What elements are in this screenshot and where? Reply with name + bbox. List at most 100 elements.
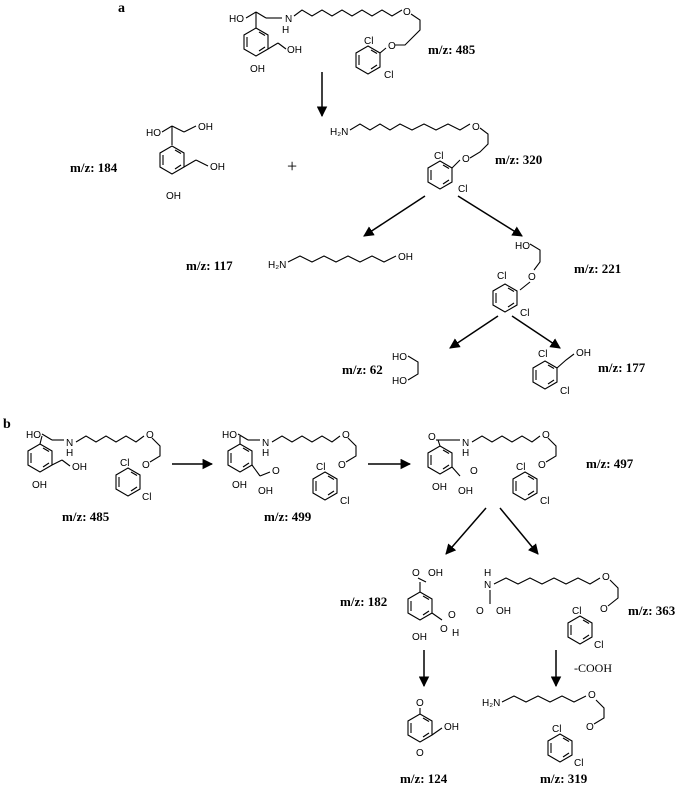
mz-label: m/z: 182 (340, 594, 387, 609)
structure-124: O OH O (407, 698, 459, 759)
atom-label: HO (392, 352, 407, 363)
atom-label: O (338, 460, 346, 471)
atom-label: OH (458, 486, 473, 497)
structure-182: O OH O O H OH (407, 568, 459, 643)
atom-label: OH (166, 191, 181, 202)
structure-62: HO HO (392, 352, 419, 387)
atom-label: O (416, 698, 424, 709)
atom-label: N (285, 14, 292, 25)
structure-184: HO OH OH OH (146, 122, 225, 202)
atom-label: OH (398, 252, 413, 263)
atom-label: H (262, 448, 269, 459)
mz-label: m/z: 184 (70, 160, 118, 175)
atom-label: O (440, 624, 448, 635)
atom-label: O (600, 604, 608, 615)
atom-label: Cl (340, 496, 349, 507)
structure-320: H₂N O O Cl Cl (330, 122, 489, 195)
panel-b-label: b (3, 417, 11, 432)
loss-label: -COOH (574, 661, 612, 675)
mz-label: m/z: 177 (598, 360, 646, 375)
structure-221: HO O Cl Cl (492, 241, 541, 319)
arrow (511, 315, 561, 349)
atom-label: N (462, 438, 469, 449)
atom-label: Cl (497, 271, 506, 282)
mz-label: m/z: 320 (495, 152, 542, 167)
mz-label: m/z: 363 (628, 603, 676, 618)
atom-label: HO (515, 241, 530, 252)
atom-label: Cl (364, 36, 373, 47)
atom-label: O (448, 610, 456, 621)
structure-177: Cl Cl OH (532, 348, 591, 397)
structure-363: H N O OH O O Cl Cl (476, 568, 619, 651)
structure-497: O N H O O OH O OH Cl Cl (427, 430, 557, 507)
atom-label: H (484, 568, 491, 579)
atom-label: OH (250, 64, 265, 75)
atom-label: OH (496, 606, 511, 617)
mz-label: m/z: 62 (342, 362, 383, 377)
mz-label: m/z: 124 (400, 771, 448, 786)
arrow (499, 507, 539, 555)
atom-label: OH (412, 632, 427, 643)
atom-label: O (403, 7, 411, 18)
atom-label: OH (198, 122, 213, 133)
atom-label: O (142, 460, 150, 471)
arrow (449, 315, 499, 349)
atom-label: HO (146, 128, 161, 139)
arrow (445, 507, 487, 555)
plus-sign: + (287, 156, 297, 176)
mz-label: m/z: 497 (586, 456, 634, 471)
atom-label: OH (232, 480, 247, 491)
atom-label: N (484, 580, 491, 591)
atom-label: Cl (572, 606, 581, 617)
panel-a-label: a (118, 1, 125, 16)
atom-label: O (272, 466, 280, 477)
atom-label: OH (576, 348, 591, 359)
structure-319: H₂N O O Cl Cl (482, 690, 605, 769)
atom-label: O (470, 466, 478, 477)
mz-label: m/z: 485 (428, 42, 476, 57)
atom-label: H₂N (268, 260, 286, 271)
atom-label: O (602, 572, 610, 583)
atom-label: N (66, 438, 73, 449)
atom-label: O (586, 722, 594, 733)
atom-label: Cl (516, 462, 525, 473)
atom-label: O (528, 272, 536, 283)
atom-label: OH (444, 722, 459, 733)
atom-label: Cl (560, 386, 569, 397)
atom-label: OH (72, 462, 87, 473)
atom-label: O (428, 432, 436, 443)
atom-label: HO (229, 14, 244, 25)
structure-parent-a: HO N H O O OH OH Cl Cl (229, 7, 421, 81)
atom-label: O (388, 41, 396, 52)
atom-label: OH (32, 480, 47, 491)
structure-117: H₂N OH (268, 252, 413, 271)
atom-label: Cl (142, 492, 151, 503)
atom-label: OH (210, 162, 225, 173)
atom-label: H (66, 448, 73, 459)
atom-label: Cl (574, 758, 583, 769)
atom-label: OH (258, 486, 273, 497)
atom-label: H₂N (482, 698, 500, 709)
atom-label: Cl (552, 724, 561, 735)
atom-label: H (462, 448, 469, 459)
mz-label: m/z: 485 (62, 509, 110, 524)
mz-label: m/z: 117 (186, 258, 233, 273)
atom-label: O (538, 460, 546, 471)
atom-label: O (342, 430, 350, 441)
atom-label: HO (26, 430, 41, 441)
arrow (363, 195, 426, 237)
atom-label: HO (222, 430, 237, 441)
mz-label: m/z: 319 (540, 771, 588, 786)
atom-label: Cl (520, 308, 529, 319)
atom-label: H₂N (330, 127, 348, 138)
atom-label: H (282, 25, 289, 36)
atom-label: Cl (384, 70, 393, 81)
atom-label: Cl (458, 184, 467, 195)
atom-label: O (462, 154, 470, 165)
atom-label: Cl (120, 458, 129, 469)
atom-label: O (416, 748, 424, 759)
atom-label: O (476, 606, 484, 617)
atom-label: OH (432, 482, 447, 493)
atom-label: O (542, 430, 550, 441)
